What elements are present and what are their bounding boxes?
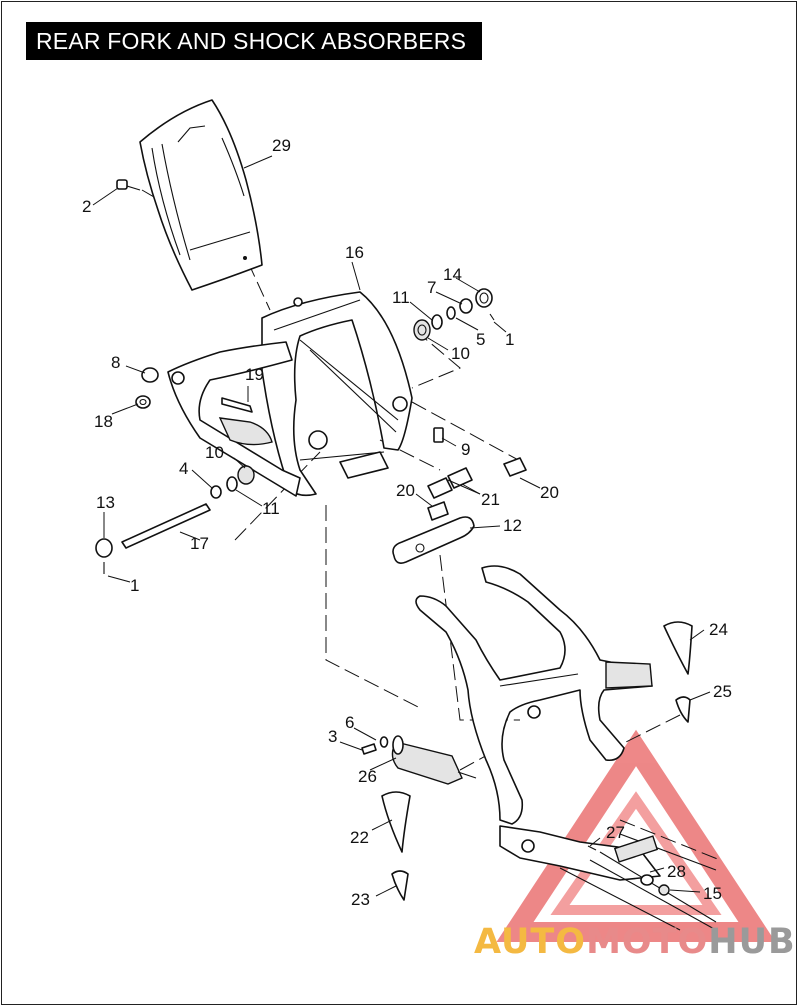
watermark-part-moto: MOTO (586, 922, 709, 962)
callout-10-upper: 10 (451, 344, 470, 363)
part-13-nut (95, 538, 113, 558)
callout-20-left: 20 (396, 481, 415, 500)
part-2-bolt (116, 179, 141, 191)
part-27-pin (587, 845, 597, 851)
part-28-washer (640, 874, 654, 886)
callout-1-lower: 1 (130, 576, 139, 595)
part-18-washer (135, 395, 151, 409)
callout-leader-lines (92, 155, 711, 897)
part-22-trim (381, 791, 411, 853)
callout-29: 29 (272, 136, 291, 155)
part-24-trim (663, 621, 693, 675)
callout-3: 3 (328, 727, 337, 746)
part-3-bolt (361, 743, 377, 755)
callout-18: 18 (94, 412, 113, 431)
part-19-bolt (221, 397, 253, 413)
part-6-washer (379, 736, 389, 748)
callout-6: 6 (345, 713, 354, 732)
callout-11-lower: 11 (262, 499, 280, 518)
part-11-spacer-upper (431, 314, 443, 330)
callout-20-right: 20 (540, 483, 559, 502)
part-11-spacer-lower (226, 476, 238, 492)
watermark-part-hub: HUB (708, 922, 796, 962)
callout-25: 25 (713, 682, 732, 701)
callout-15: 15 (703, 884, 722, 903)
callout-26: 26 (358, 767, 377, 786)
part-4-washer (210, 485, 222, 499)
callout-22: 22 (350, 828, 369, 847)
callout-labels: 29 2 16 14 7 11 5 1 10 8 19 18 10 9 4 11… (82, 136, 732, 909)
part-23-trim (391, 870, 409, 901)
part-20-bushing-right (503, 457, 527, 477)
part-21-bushings (427, 467, 473, 499)
watermark-part-auto: AUTO (474, 922, 587, 962)
part-9-clip (433, 427, 444, 443)
callout-2: 2 (82, 197, 91, 216)
callout-10-lower: 10 (205, 443, 224, 462)
callout-27: 27 (606, 823, 625, 842)
swingarm-lower-frame (415, 565, 717, 931)
callout-4: 4 (179, 459, 188, 478)
part-29-rear-cover (139, 99, 263, 291)
callout-9: 9 (461, 440, 470, 459)
callout-5: 5 (476, 330, 485, 349)
part-5-washer (446, 306, 456, 320)
part-10-bearing-upper (413, 319, 431, 341)
diagram-title: REAR FORK AND SHOCK ABSORBERS (26, 22, 482, 60)
callout-7: 7 (427, 278, 436, 297)
part-7-washer (459, 298, 473, 314)
part-8-nut (141, 367, 159, 383)
part-26-shock-absorber (391, 735, 477, 785)
callout-28: 28 (667, 862, 686, 881)
callout-1-upper: 1 (505, 330, 514, 349)
callout-19: 19 (245, 365, 264, 384)
callout-24: 24 (709, 620, 728, 639)
part-25-trim (675, 696, 691, 723)
part-10-bearing-lower (237, 465, 255, 485)
part-1-cotter-pin-upper (489, 313, 495, 321)
callout-23: 23 (351, 890, 370, 909)
part-17-axle (121, 503, 211, 549)
callout-17: 17 (190, 534, 209, 553)
watermark-logo-text: AUTOMOTOHUB (474, 922, 796, 962)
part-16-rear-fork (167, 291, 413, 497)
callout-16: 16 (345, 243, 364, 262)
callout-11-upper: 11 (392, 288, 410, 307)
callout-13: 13 (96, 493, 115, 512)
part-14-cap (475, 288, 493, 308)
callout-12: 12 (503, 516, 522, 535)
callout-21: 21 (481, 490, 500, 509)
callout-8: 8 (111, 353, 120, 372)
part-15-nut (658, 884, 670, 896)
part-12-bracket (392, 516, 475, 564)
part-20-bushing-left (427, 501, 449, 521)
callout-14: 14 (443, 265, 462, 284)
